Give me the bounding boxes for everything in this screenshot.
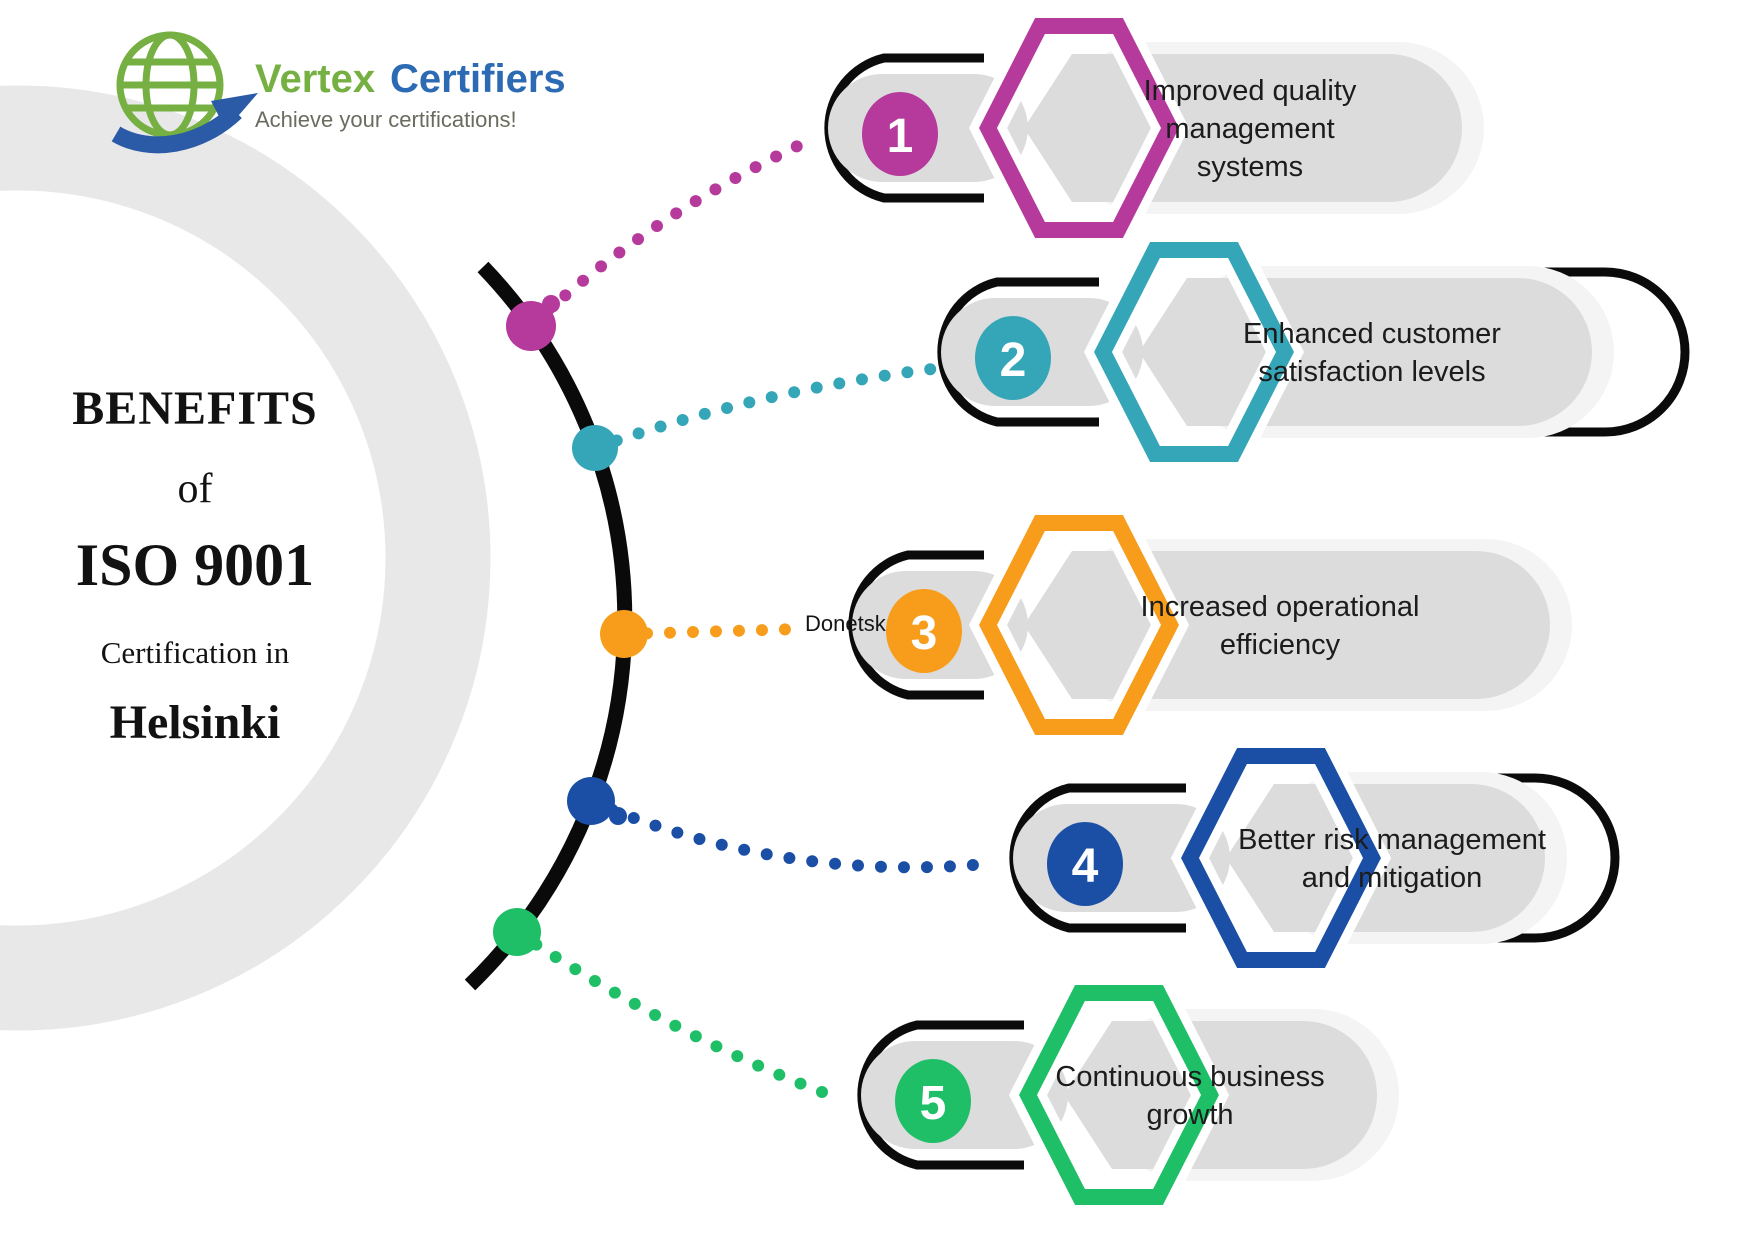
- svg-text:efficiency: efficiency: [1220, 629, 1341, 661]
- svg-text:growth: growth: [1146, 1099, 1233, 1131]
- map-label: Donetsk: [805, 611, 887, 636]
- number-badge: [975, 316, 1051, 400]
- number-label: 4: [1072, 840, 1099, 893]
- number-badge: [895, 1059, 971, 1143]
- benefit-label: Continuous business growth: [1055, 1061, 1324, 1131]
- benefit-label: Enhanced customer satisfaction levels: [1243, 318, 1501, 388]
- brand-name-secondary: Certifiers: [390, 57, 566, 101]
- text-pill: [1139, 278, 1592, 426]
- hexagon-frame: [1094, 242, 1294, 462]
- connector-3: [618, 623, 806, 640]
- benefit-label: Improved quality management systems: [1144, 75, 1357, 183]
- connector-1: [525, 136, 812, 332]
- text-pill: [1024, 551, 1550, 699]
- number-badge: [886, 589, 962, 673]
- benefit-item-1: 1 Improved quality management systems: [824, 9, 1484, 247]
- svg-text:and mitigation: and mitigation: [1302, 862, 1483, 894]
- arc-node-3: [600, 610, 648, 658]
- number-badge: [1047, 822, 1123, 906]
- arc-node-4: [567, 777, 627, 825]
- svg-text:Enhanced customer: Enhanced customer: [1243, 318, 1501, 350]
- number-badge: [862, 92, 938, 176]
- arc-node-1: [506, 295, 560, 351]
- title-certification: Certification in: [101, 635, 290, 670]
- brand-tagline: Achieve your certifications!: [255, 107, 517, 132]
- globe-icon: [116, 31, 224, 139]
- number-label: 1: [887, 110, 914, 163]
- hexagon-frame: [979, 515, 1179, 735]
- benefit-item-3: 3 Increased operational efficiency: [848, 506, 1572, 744]
- benefit-item-4: 4 Better risk management and mitigation: [1009, 739, 1620, 977]
- svg-text:Increased operational: Increased operational: [1141, 591, 1420, 623]
- benefit-item-2: 2 Enhanced customer satisfaction levels: [937, 233, 1690, 471]
- number-label: 5: [920, 1077, 947, 1130]
- svg-text:Improved quality: Improved quality: [1144, 75, 1357, 107]
- arc-node-5: [493, 908, 541, 956]
- title-city: Helsinki: [110, 696, 281, 749]
- arc-node-2: [572, 425, 618, 471]
- title-of: of: [178, 466, 213, 512]
- growth-arrow-icon: [111, 93, 258, 154]
- hexagon-frame: [1181, 748, 1381, 968]
- hexagon-frame: [1019, 985, 1219, 1205]
- title-block: BENEFITS of ISO 9001 Certification in He…: [72, 382, 317, 749]
- benefit-label: Better risk management and mitigation: [1238, 824, 1546, 894]
- wrap-outline: [1370, 773, 1620, 943]
- hexagon-frame: [979, 18, 1179, 238]
- brand-name-primary: Vertex: [255, 57, 375, 101]
- connector-2: [589, 362, 946, 454]
- connector-5: [511, 926, 844, 1104]
- svg-text:management: management: [1165, 113, 1334, 145]
- wrap-outline: [1283, 267, 1690, 437]
- number-label: 2: [1000, 334, 1027, 387]
- benefit-label: Increased operational efficiency: [1141, 591, 1420, 661]
- logo: Vertex Certifiers Achieve your certifica…: [111, 31, 566, 154]
- connector-4: [585, 795, 992, 874]
- benefit-item-5: 5 Continuous business growth: [857, 976, 1399, 1214]
- background-ring: [0, 85, 491, 1031]
- number-label: 3: [911, 607, 938, 660]
- title-benefits: BENEFITS: [72, 382, 317, 435]
- svg-text:systems: systems: [1197, 151, 1303, 183]
- svg-text:Continuous business: Continuous business: [1055, 1061, 1324, 1093]
- svg-text:satisfaction levels: satisfaction levels: [1258, 356, 1485, 388]
- svg-text:Better risk management: Better risk management: [1238, 824, 1546, 856]
- title-iso: ISO 9001: [76, 532, 314, 598]
